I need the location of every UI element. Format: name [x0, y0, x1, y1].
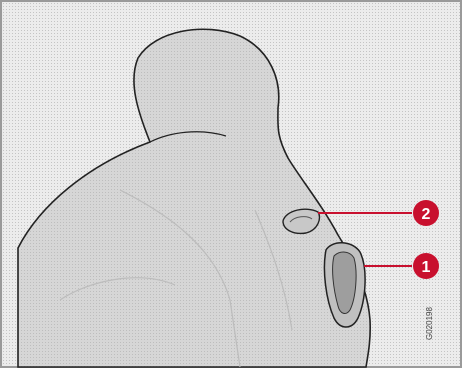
- callout-2-label: 2: [422, 206, 431, 223]
- callout-1-marker: 1: [413, 253, 439, 279]
- callout-1-label: 1: [422, 259, 431, 276]
- callout-2-marker: 2: [413, 200, 439, 226]
- backrest-release-button: [283, 209, 320, 233]
- image-code-label: G020198: [425, 307, 434, 340]
